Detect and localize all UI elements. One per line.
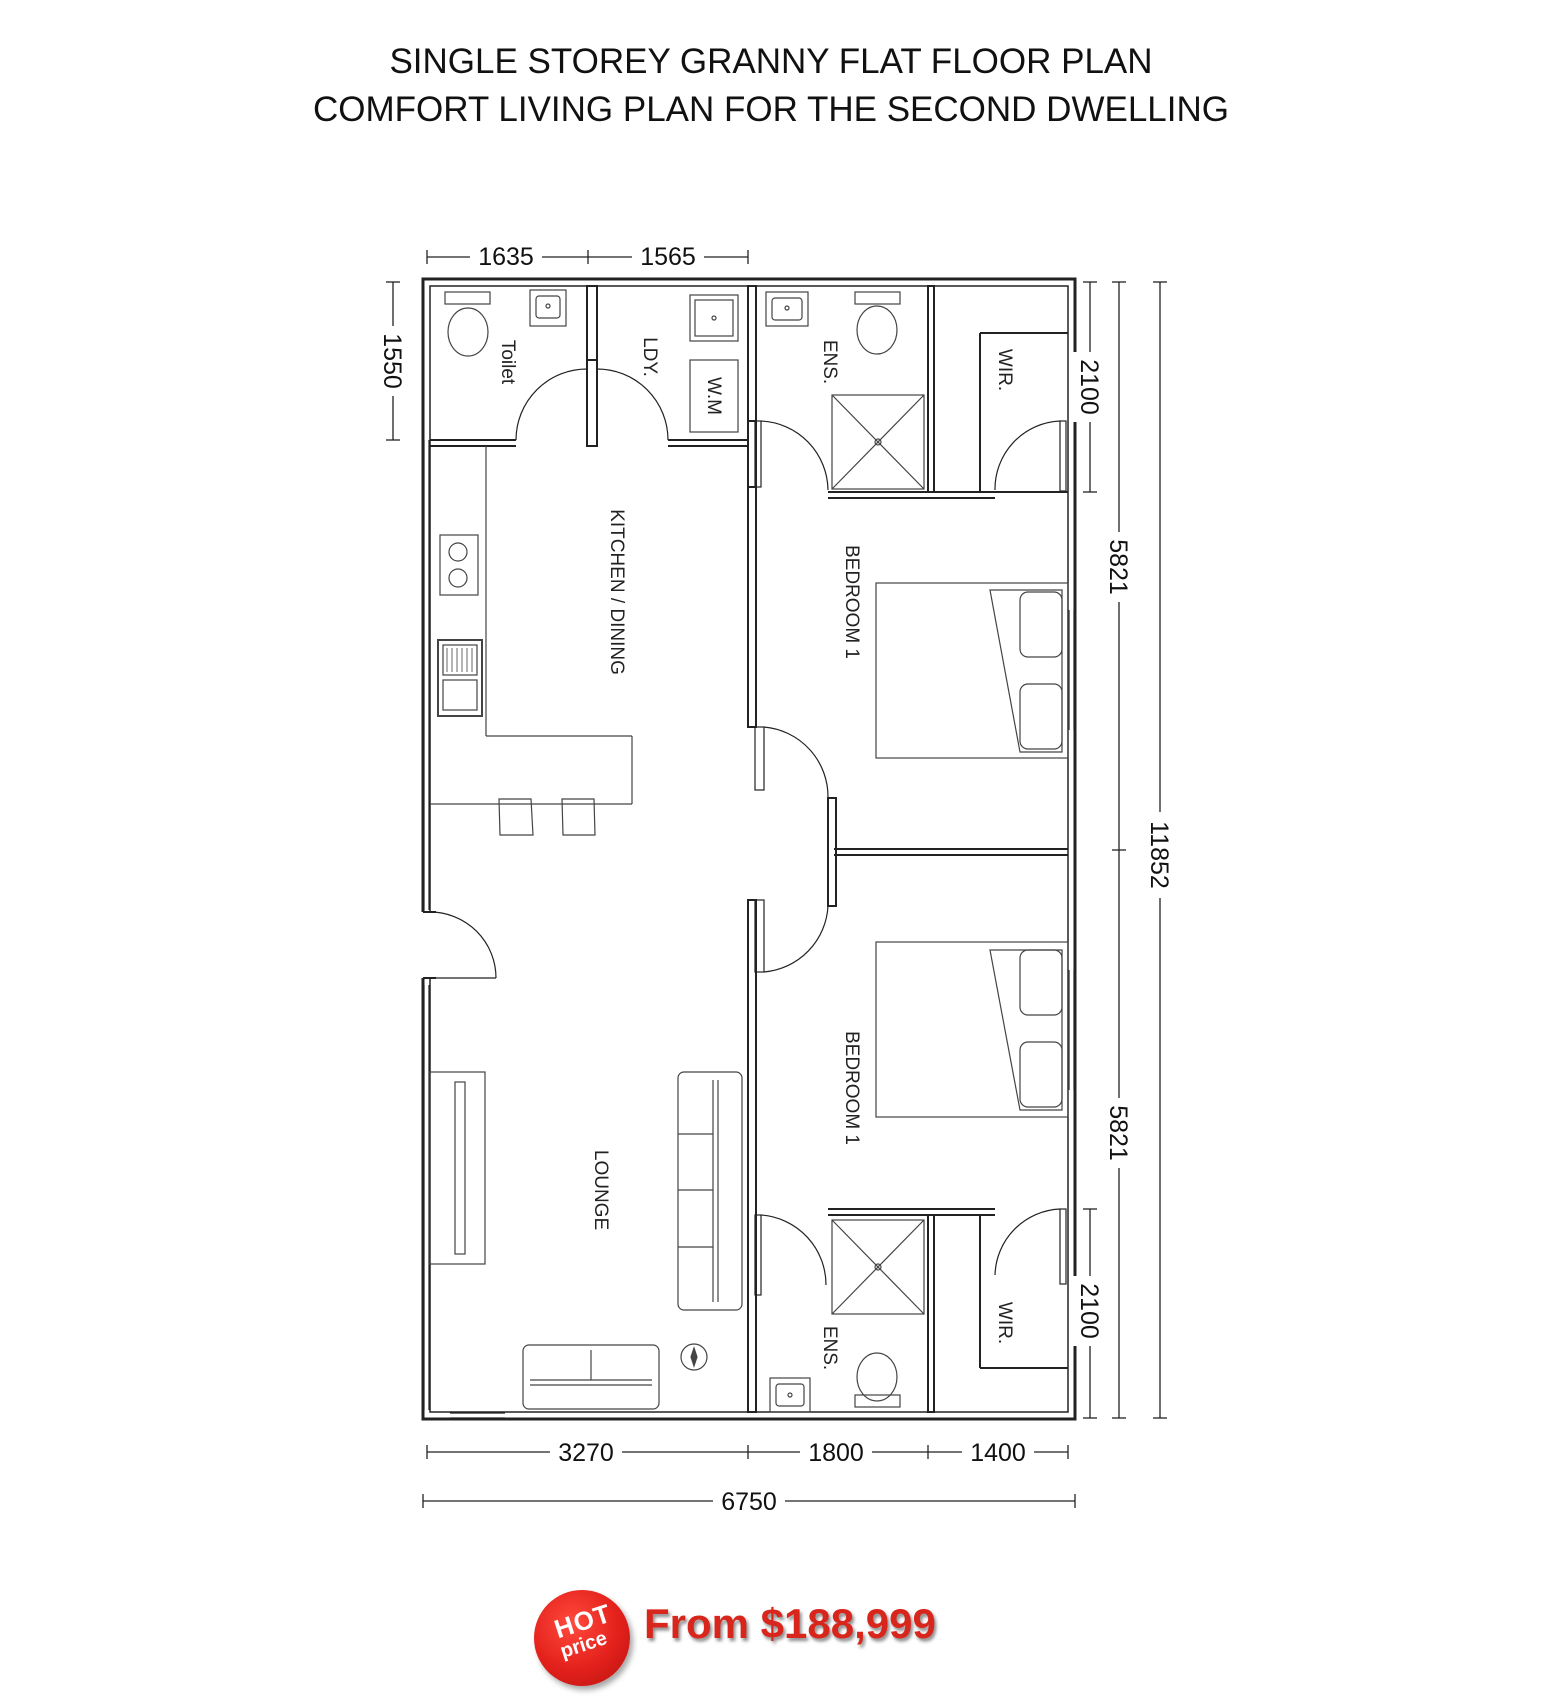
toilet-fixtures [444,289,567,357]
room-label-wir-top: WIR. [994,349,1015,391]
room-label-washing-machine: W.M [703,377,724,415]
dim-right-upper: 5821 [1104,539,1132,595]
dim-top-left: 1635 [478,243,534,271]
kitchen-fixtures [430,446,633,836]
room-label-ensuite-bottom: ENS. [819,1326,840,1370]
dim-bottom-right: 1400 [970,1439,1026,1467]
bed-top [875,582,1069,759]
entry-door-swing [429,911,497,979]
room-label-ensuite-top: ENS. [819,340,840,384]
dim-bottom-mid: 1800 [808,1439,864,1467]
hot-price-badge: HOT price [534,1590,630,1686]
dimension-lines [386,250,1167,1508]
price-text: From $188,999 [644,1600,936,1647]
dim-right-top: 2100 [1075,359,1103,415]
dim-right-lower: 5821 [1104,1105,1132,1161]
dim-overall-width: 6750 [721,1488,777,1516]
plan-title-line-1: SINGLE STOREY GRANNY FLAT FLOOR PLAN [389,42,1153,81]
windows [423,440,1075,1419]
room-label-kitchen-dining: KITCHEN / DINING [606,509,627,675]
interior-walls [430,285,1068,1413]
room-label-wir-bottom: WIR. [994,1302,1015,1344]
dim-right-bottom: 2100 [1075,1283,1103,1339]
room-label-toilet: Toilet [497,340,518,385]
dim-bottom-left: 3270 [558,1439,614,1467]
dim-overall-height: 11852 [1145,821,1173,889]
bed-bottom [875,941,1069,1118]
doors [515,368,1067,1296]
room-label-lounge: LOUNGE [590,1150,611,1230]
room-label-laundry: LDY. [639,337,660,377]
laundry-fixtures [689,294,739,433]
room-label-bedroom-bottom: BEDROOM 1 [841,1031,862,1145]
dim-left-side: 1550 [378,333,406,389]
plan-subtitle-line-2: COMFORT LIVING PLAN FOR THE SECOND DWELL… [313,90,1229,129]
dim-top-right: 1565 [640,243,696,271]
room-label-bedroom-top: BEDROOM 1 [841,545,862,659]
lounge-fixtures [429,1071,743,1410]
price-banner: HOT price From $188,999 [534,1588,954,1688]
ensuite-top-fixtures [765,291,925,490]
ensuite-bottom-fixtures [769,1219,925,1413]
entry-door-gap [418,912,436,978]
